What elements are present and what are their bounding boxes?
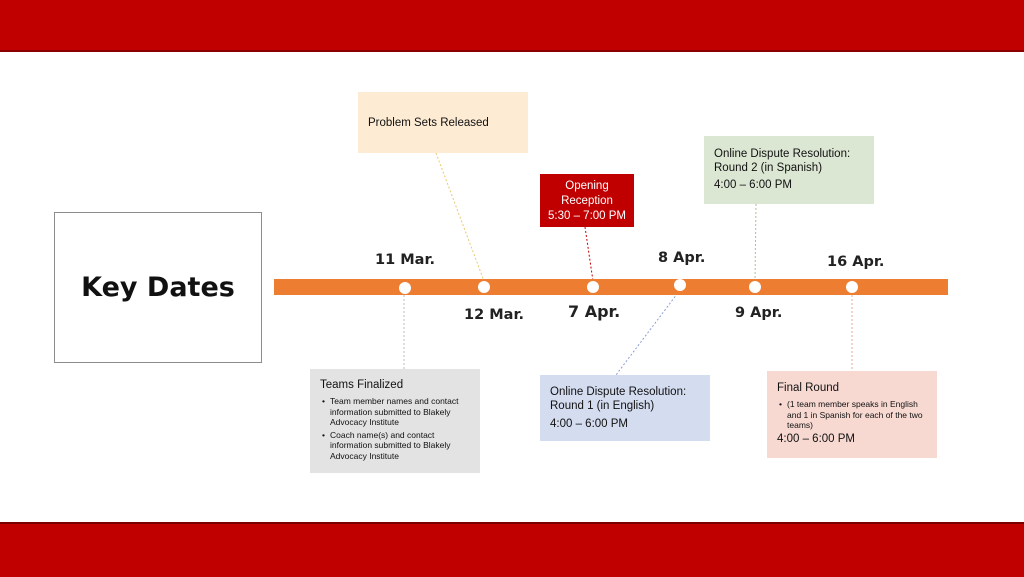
leader-odr2: [754, 203, 757, 282]
event-odr1-title: Online Dispute Resolution: Round 1 (in E…: [550, 386, 687, 412]
page-title: Key Dates: [81, 272, 235, 303]
event-opening-reception: Opening Reception 5:30 – 7:00 PM: [540, 174, 634, 227]
event-final-bullet: (1 team member speaks in English and 1 i…: [779, 399, 927, 431]
event-final-title: Final Round: [777, 382, 840, 394]
event-odr-round2: Online Dispute Resolution: Round 2 (in S…: [704, 136, 874, 204]
event-problem-sets-title: Problem Sets Released: [368, 117, 489, 129]
leader-opening: [584, 226, 594, 282]
event-odr2-time: 4:00 – 6:00 PM: [714, 179, 792, 191]
marker-mar11: [399, 282, 411, 294]
marker-apr9: [749, 281, 761, 293]
event-teams-bullets: Team member names and contact informatio…: [320, 396, 470, 461]
marker-apr7: [587, 281, 599, 293]
event-opening-line1: Opening: [565, 180, 609, 192]
event-opening-line2: Reception: [561, 195, 613, 207]
title-box: Key Dates: [54, 212, 262, 363]
event-odr2-title: Online Dispute Resolution: Round 2 (in S…: [714, 148, 851, 174]
event-opening-time: 5:30 – 7:00 PM: [548, 210, 626, 222]
event-teams-title: Teams Finalized: [320, 379, 404, 391]
date-apr8: 8 Apr.: [658, 250, 706, 266]
bottom-banner: [0, 522, 1024, 577]
event-odr-round1: Online Dispute Resolution: Round 1 (in E…: [540, 375, 710, 441]
event-odr1-time: 4:00 – 6:00 PM: [550, 418, 628, 430]
date-mar11: 11 Mar.: [375, 252, 436, 268]
event-teams-bullet: Team member names and contact informatio…: [322, 396, 470, 428]
event-teams-bullet: Coach name(s) and contact information su…: [322, 430, 470, 462]
event-problem-sets: Problem Sets Released: [358, 92, 528, 153]
date-apr9: 9 Apr.: [735, 305, 783, 321]
marker-apr16: [846, 281, 858, 293]
event-final-time: 4:00 – 6:00 PM: [777, 432, 855, 445]
event-teams-finalized: Teams Finalized Team member names and co…: [310, 369, 480, 473]
marker-apr8: [674, 279, 686, 291]
event-final-bullets: (1 team member speaks in English and 1 i…: [777, 399, 927, 431]
event-final-round: Final Round (1 team member speaks in Eng…: [767, 371, 937, 458]
timeline-axis: [274, 279, 948, 295]
leader-problem-sets: [435, 152, 485, 282]
leader-odr1: [615, 289, 681, 376]
date-apr7: 7 Apr.: [568, 302, 621, 321]
marker-mar12: [478, 281, 490, 293]
date-apr16: 16 Apr.: [827, 254, 885, 270]
date-mar12: 12 Mar.: [464, 307, 525, 323]
top-banner: [0, 0, 1024, 52]
